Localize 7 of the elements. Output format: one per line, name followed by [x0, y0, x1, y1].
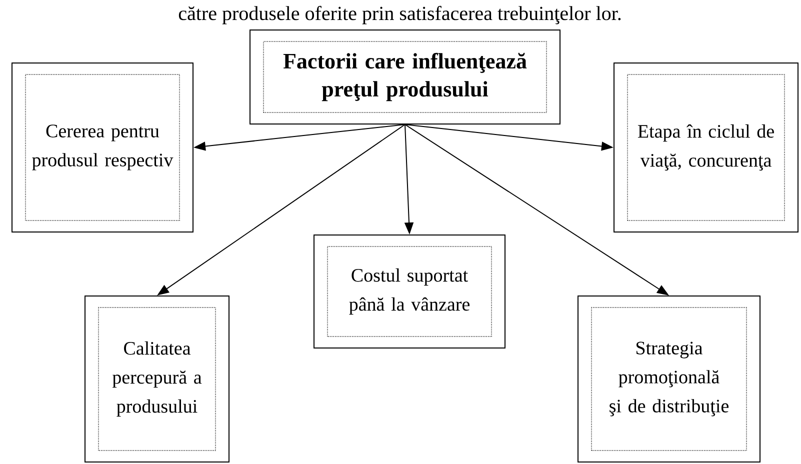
factor-box: Costul suportat până la vânzare — [314, 234, 506, 348]
factor-box: Strategia promoţională şi de distribuţie — [578, 296, 760, 462]
factor-box: Cererea pentru produsul respectiv — [12, 62, 194, 232]
factor-box: Etapa în ciclul de viaţă, concurenţa — [614, 62, 798, 232]
factor-box: Calitatea percepură a produsului — [84, 296, 230, 462]
text-line: către produsele oferite prin satisfacerea trebuinţelor lor. — [178, 6, 621, 24]
heading-box: Factorii care influenţează preţul produsului — [250, 30, 560, 124]
